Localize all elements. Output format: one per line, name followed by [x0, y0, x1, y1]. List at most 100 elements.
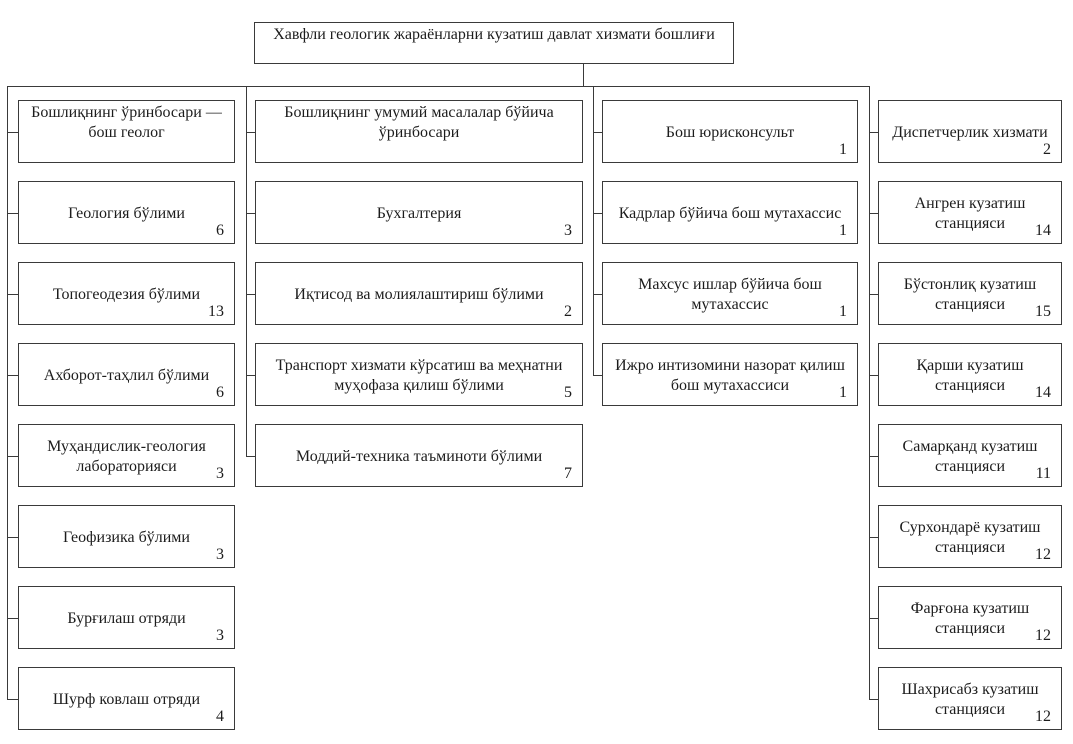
- org-box-label: Бўстонлиқ кузатиш станцияси: [903, 275, 1037, 313]
- connector-line: [869, 455, 878, 457]
- org-box: Транспорт хизмати кўрсатиш ва меҳнатни м…: [255, 343, 583, 406]
- staff-count: 3: [564, 222, 572, 240]
- org-box-label: Ангрен кузатиш станцияси: [914, 194, 1026, 232]
- staff-count: 2: [1043, 141, 1051, 159]
- connector-line: [583, 64, 584, 86]
- org-box: Фарғона кузатиш станцияси 12: [878, 586, 1062, 649]
- connector-line: [246, 455, 255, 457]
- org-box: Геология бўлими 6: [18, 181, 235, 244]
- connector-line: [7, 617, 18, 619]
- org-box: Бурғилаш отряди 3: [18, 586, 235, 649]
- staff-count: 3: [216, 546, 224, 564]
- connector-line: [593, 212, 602, 214]
- org-box: Қарши кузатиш станцияси 14: [878, 343, 1062, 406]
- staff-count: 7: [564, 465, 572, 483]
- connector-line: [869, 698, 878, 700]
- connector-line: [869, 617, 878, 619]
- org-box: Ижро интизомини назорат қилиш бош мутаха…: [602, 343, 858, 406]
- org-box-label: Махсус ишлар бўйича бош мутахассис: [638, 275, 822, 313]
- org-box-label: Геология бўлими: [68, 204, 185, 222]
- org-box-label: Моддий-техника таъминоти бўлими: [295, 447, 543, 465]
- staff-count: 1: [839, 141, 847, 159]
- connector-line: [7, 698, 18, 700]
- org-box: Топогеодезия бўлими 13: [18, 262, 235, 325]
- org-box: Махсус ишлар бўйича бош мутахассис 1: [602, 262, 858, 325]
- root-box-label: Хавфли геологик жараёнларни кузатиш давл…: [273, 26, 715, 43]
- staff-count: 6: [216, 384, 224, 402]
- staff-count: 6: [216, 222, 224, 240]
- org-box-label: Диспетчерлик хизмати: [892, 123, 1048, 141]
- connector-line: [246, 212, 255, 214]
- connector-line: [246, 293, 255, 295]
- org-box: Бухгалтерия 3: [255, 181, 583, 244]
- org-box-label: Қарши кузатиш станцияси: [916, 356, 1024, 394]
- staff-count: 1: [839, 222, 847, 240]
- connector-line: [7, 212, 18, 214]
- org-box: Бошлиқнинг умумий масалалар бўйича ўринб…: [255, 100, 583, 163]
- org-box-label: Шурф ковлаш отряди: [52, 690, 201, 708]
- connector-line: [7, 536, 18, 538]
- org-box-label: Бухгалтерия: [376, 204, 462, 222]
- connector-line: [246, 374, 255, 376]
- staff-count: 4: [216, 708, 224, 726]
- org-box-label: Геофизика бўлими: [63, 528, 190, 546]
- connector-line: [593, 86, 594, 375]
- root-box: Хавфли геологик жараёнларни кузатиш давл…: [254, 22, 734, 64]
- org-box-label: Фарғона кузатиш станцияси: [910, 599, 1030, 637]
- org-box-label: Самарқанд кузатиш станцияси: [902, 437, 1038, 475]
- staff-count: 12: [1035, 708, 1051, 726]
- staff-count: 12: [1035, 627, 1051, 645]
- org-box: Иқтисод ва молиялаштириш бўлими 2: [255, 262, 583, 325]
- staff-count: 14: [1035, 384, 1051, 402]
- org-box-label: Транспорт хизмати кўрсатиш ва меҳнатни м…: [275, 356, 563, 394]
- connector-line: [246, 86, 247, 456]
- org-box: Шурф ковлаш отряди 4: [18, 667, 235, 730]
- connector-line: [593, 131, 602, 133]
- org-box-label: Сурхондарё кузатиш станцияси: [899, 518, 1041, 556]
- connector-line: [246, 131, 255, 133]
- staff-count: 12: [1035, 546, 1051, 564]
- staff-count: 13: [208, 303, 224, 321]
- connector-line: [593, 374, 602, 376]
- staff-count: 2: [564, 303, 572, 321]
- staff-count: 3: [216, 627, 224, 645]
- connector-line: [7, 293, 18, 295]
- org-box: Геофизика бўлими 3: [18, 505, 235, 568]
- staff-count: 3: [216, 465, 224, 483]
- org-box: Бошлиқнинг ўринбосари — бош геолог: [18, 100, 235, 163]
- org-box-label: Бошлиқнинг умумий масалалар бўйича ўринб…: [284, 104, 554, 141]
- staff-count: 1: [839, 303, 847, 321]
- org-box: Муҳандислик-геология лабораторияси 3: [18, 424, 235, 487]
- connector-line: [869, 374, 878, 376]
- connector-line: [7, 131, 18, 133]
- connector-line: [869, 293, 878, 295]
- org-box-label: Шахрисабз кузатиш станцияси: [901, 680, 1039, 718]
- connector-line: [869, 212, 878, 214]
- org-box-label: Муҳандислик-геология лабораторияси: [47, 437, 206, 475]
- org-box-label: Бурғилаш отряди: [67, 609, 186, 627]
- org-box-label: Ижро интизомини назорат қилиш бош мутаха…: [615, 356, 845, 394]
- org-box-label: Топогеодезия бўлими: [52, 285, 201, 303]
- connector-line: [593, 293, 602, 295]
- connector-line: [7, 455, 18, 457]
- connector-line: [7, 86, 8, 699]
- connector-line: [7, 86, 870, 87]
- staff-count: 11: [1035, 465, 1051, 483]
- connector-line: [869, 86, 870, 699]
- org-box: Моддий-техника таъминоти бўлими 7: [255, 424, 583, 487]
- org-box-label: Ахборот-таҳлил бўлими: [43, 366, 210, 384]
- org-box-label: Иқтисод ва молиялаштириш бўлими: [294, 285, 544, 303]
- org-box: Ахборот-таҳлил бўлими 6: [18, 343, 235, 406]
- connector-line: [869, 536, 878, 538]
- connector-line: [7, 374, 18, 376]
- org-box-label: Кадрлар бўйича бош мутахассис: [618, 204, 842, 222]
